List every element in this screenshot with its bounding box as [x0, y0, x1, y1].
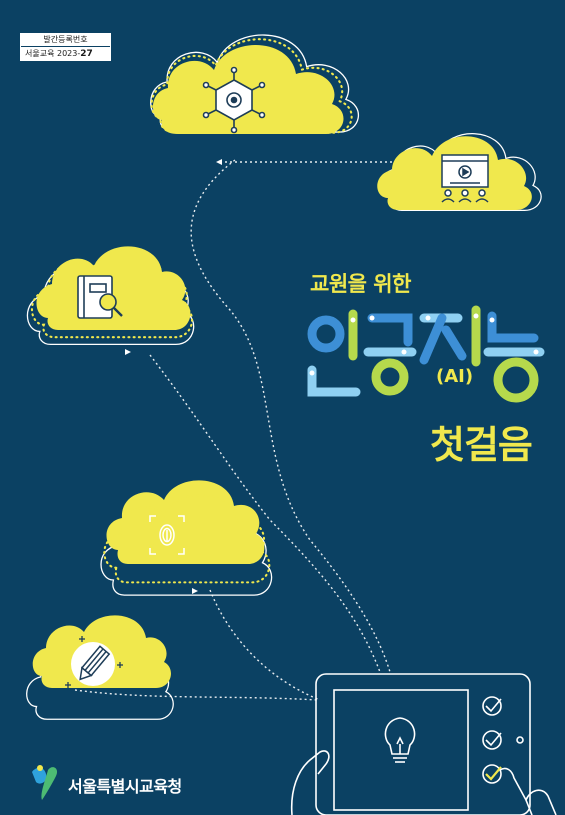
title-char-neung: [483, 311, 545, 403]
arrow-heads: [125, 159, 222, 594]
tablet-icon: [315, 673, 531, 815]
pencil-sticker-icon: [65, 636, 123, 688]
main-title-art: [307, 305, 545, 403]
registration-code-prefix: 서울교육 2023-: [25, 49, 81, 58]
cloud-network-top: [150, 34, 360, 134]
ai-tag: (AI): [436, 366, 474, 387]
lightbulb-icon: [384, 717, 416, 763]
subtitle: 교원을 위한: [310, 272, 411, 296]
title-char-in: [307, 309, 361, 397]
dotted-connector-lines: [74, 159, 392, 701]
video-presentation-icon: [441, 154, 489, 203]
registration-label: 발간등록번호: [21, 34, 110, 47]
book-search-icon: [77, 275, 123, 319]
check-circle-icon: [482, 696, 502, 784]
title-char-gong: [363, 313, 417, 396]
cloud-book-left: [26, 246, 195, 346]
fingerprint-scan-icon: [149, 515, 185, 555]
main-title-text: 인공지능: [0, 0, 1, 1]
registration-code-number: 27: [80, 49, 93, 59]
title-char-ji: [419, 305, 481, 367]
network-eye-icon: [202, 66, 266, 134]
registration-code: 서울교육 2023-27: [21, 47, 110, 60]
seoul-education-logo-icon: [32, 765, 58, 800]
publisher-name: 서울특별시교육청: [68, 777, 182, 796]
title-tail: 첫걸음: [430, 423, 533, 467]
hand-icon: [290, 750, 557, 815]
cloud-fingerprint-middle: [100, 480, 273, 596]
registration-number-box: 발간등록번호 서울교육 2023-27: [20, 33, 111, 61]
